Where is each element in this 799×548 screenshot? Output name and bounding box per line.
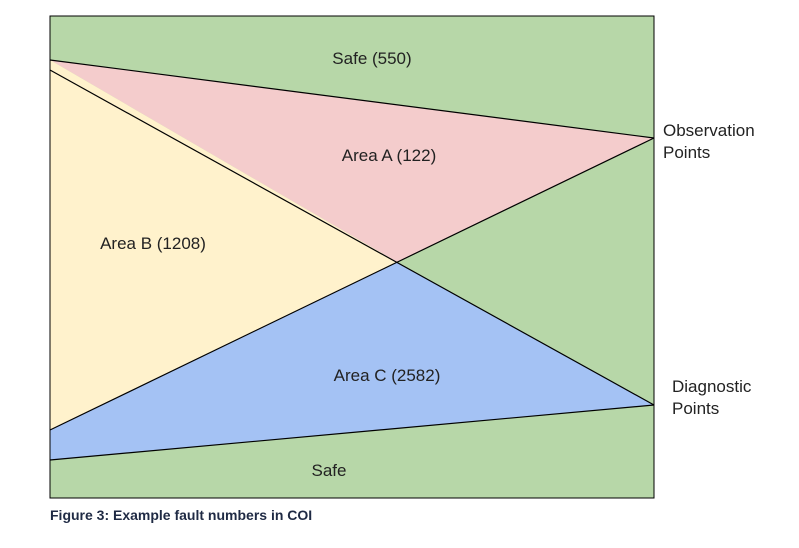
line-left-bottom-to-diagnostic <box>49 404 655 461</box>
observation-points-line1: Observation <box>663 121 755 140</box>
observation-points-line2: Points <box>663 143 711 162</box>
diagnostic-points-line1: Diagnostic <box>672 377 752 396</box>
observation-points-label: Observation Points <box>663 120 755 164</box>
figure-caption: Figure 3: Example fault numbers in COI <box>50 507 313 523</box>
line-left-bottom-to-observation <box>49 137 655 431</box>
safe-bottom-label: Safe <box>312 461 347 480</box>
area-c-region <box>50 262 654 460</box>
area-c-label: Area C (2582) <box>334 366 441 385</box>
area-a-region <box>50 60 654 262</box>
area-a-label: Area A (122) <box>342 146 437 165</box>
area-b-region <box>50 60 397 430</box>
diagnostic-points-line2: Points <box>672 399 720 418</box>
area-b-label: Area B (1208) <box>100 234 206 253</box>
line-left-top-to-observation <box>49 59 655 139</box>
diagram-border <box>49 15 655 499</box>
diagnostic-points-label: Diagnostic Points <box>672 376 751 420</box>
safe-top-label: Safe (550) <box>332 49 411 68</box>
line-left-top-to-diagnostic <box>49 69 655 406</box>
